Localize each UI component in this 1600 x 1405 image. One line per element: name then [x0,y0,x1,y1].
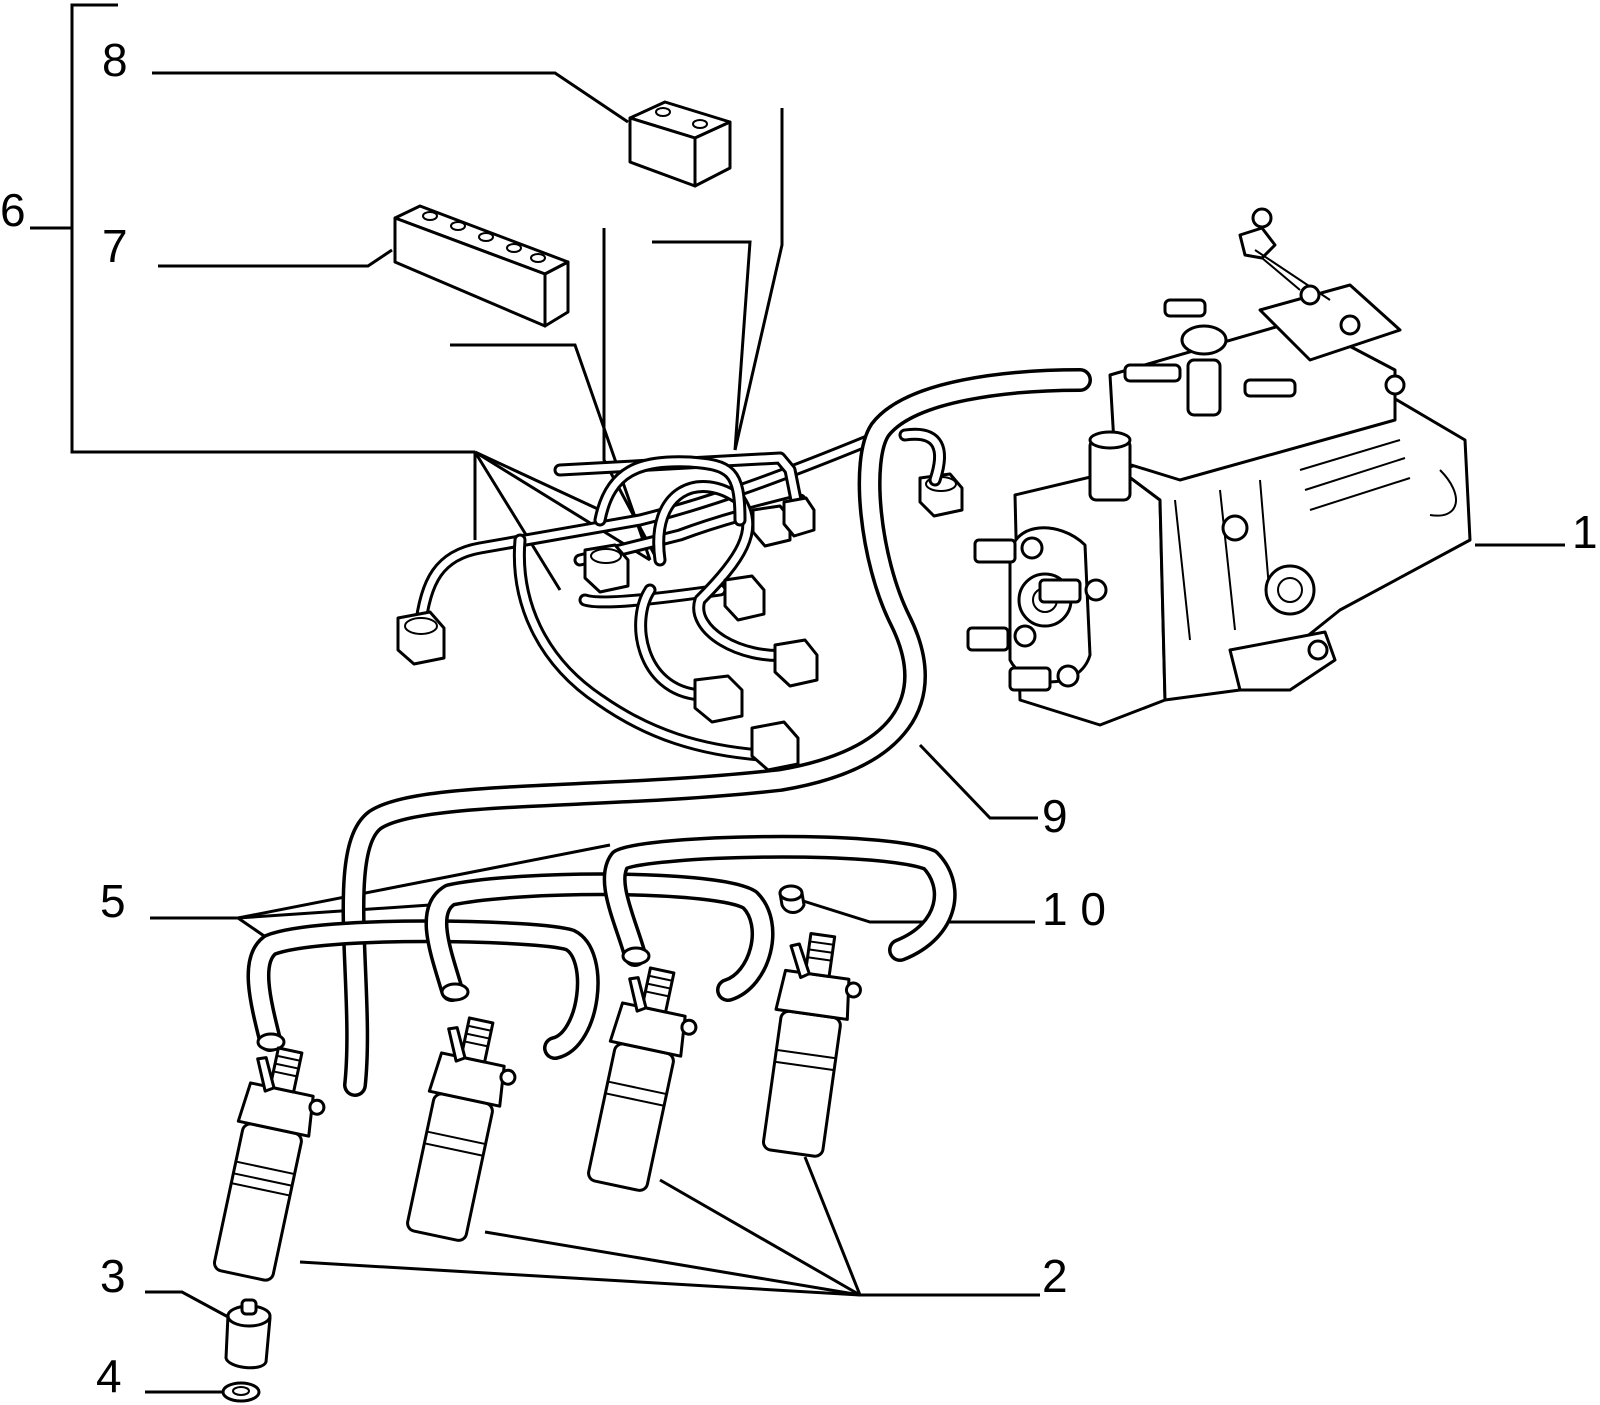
injector-4 [761,932,862,1158]
callout-1: 1 [1572,506,1598,558]
injection-pump [966,207,1472,727]
injector-3 [587,966,698,1192]
clamp-block-long [393,204,570,328]
callout-3: 3 [100,1250,126,1302]
injector-nozzle [224,1298,272,1370]
injector-1 [212,1046,326,1282]
small-tube [778,884,806,914]
callout-10: 1 0 [1042,883,1106,935]
callout-7: 7 [102,220,128,272]
leak-off-hoses [246,834,957,1060]
high-pressure-pipes [413,433,877,762]
leader-lines [30,3,1565,1394]
callout-8: 8 [102,34,128,86]
injector-2 [406,1016,517,1242]
return-hose [341,368,1092,1097]
pump-top-fittings [1088,207,1406,502]
pump-outlet-fittings [966,536,1108,692]
callout-2: 2 [1042,1250,1068,1302]
callout-5: 5 [100,875,126,927]
pipe-union-nuts [396,472,964,772]
callout-6: 6 [0,184,26,236]
clamp-block-small [628,100,732,188]
sealing-washer [221,1381,261,1403]
callout-9: 9 [1042,790,1068,842]
callout-4: 4 [96,1350,122,1402]
